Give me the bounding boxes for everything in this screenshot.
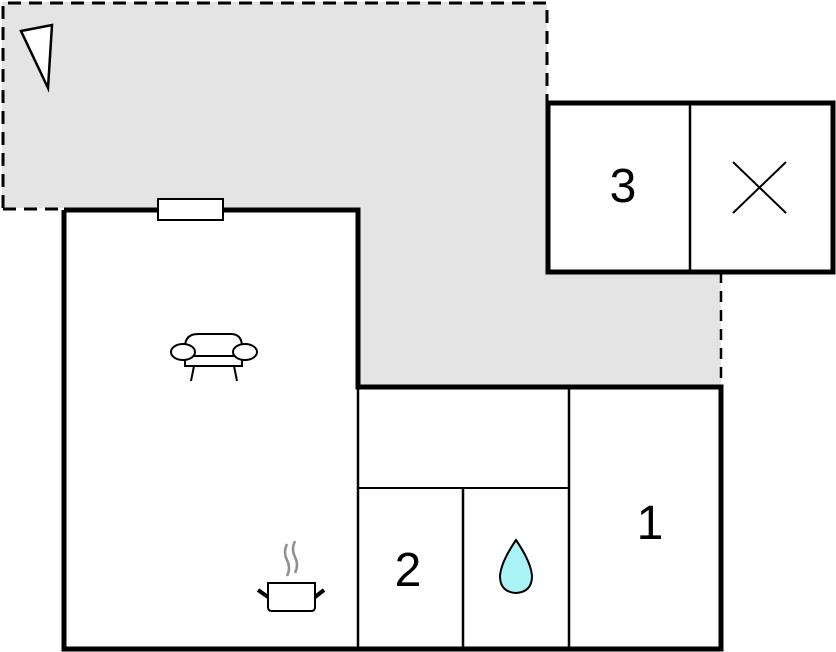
room-storage [732, 161, 787, 214]
sofa-icon [170, 333, 258, 382]
interior-walls [356, 387, 571, 649]
main-house-walls [61, 207, 724, 652]
compass-north-icon [19, 23, 54, 93]
water-drop-icon [498, 538, 534, 595]
terrace [1, 1, 723, 387]
room-label-2: 2 [395, 544, 422, 597]
room-bedroom-3: 3 [610, 160, 637, 213]
outbuilding: 3 [545, 100, 836, 275]
room-bedroom-1: 1 [637, 497, 664, 550]
cooking-pot-icon [256, 540, 326, 612]
window [157, 198, 224, 221]
room-label-1: 1 [637, 497, 664, 550]
cross-icon [732, 161, 787, 214]
room-bedroom-2: 2 [395, 544, 422, 597]
room-bathroom [498, 538, 534, 595]
room-living-kitchen [170, 333, 326, 612]
room-label-3: 3 [610, 160, 637, 213]
